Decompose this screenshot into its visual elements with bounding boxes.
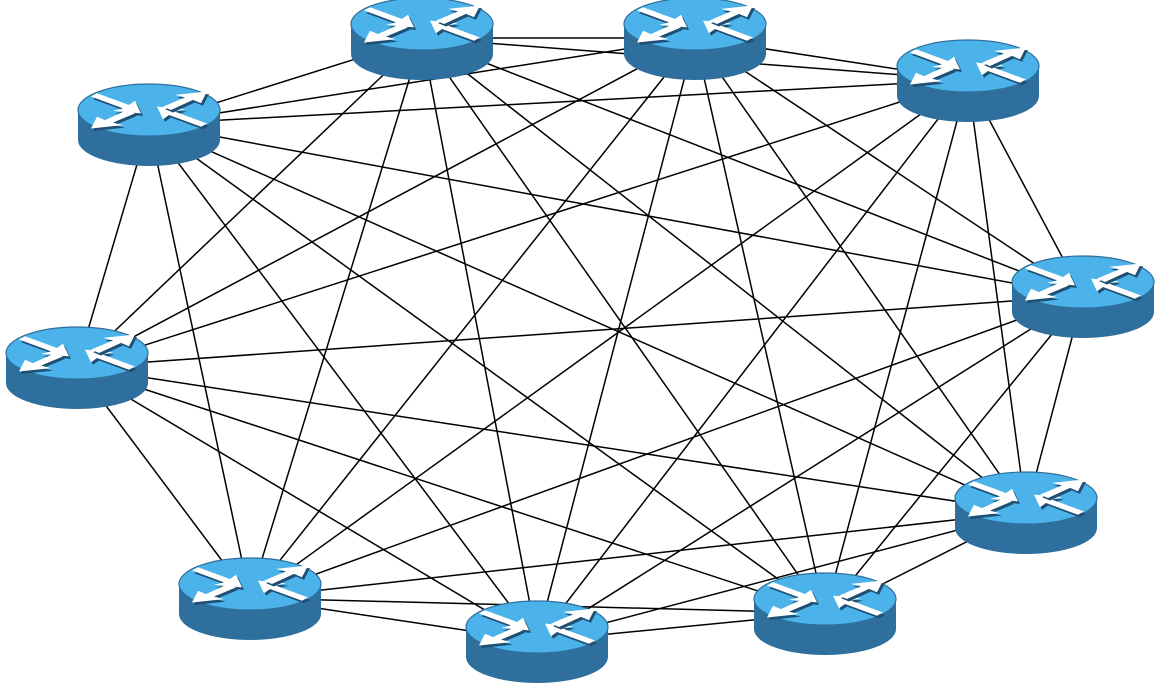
link-r5-r7 bbox=[536, 511, 1027, 642]
link-r1-r6 bbox=[421, 37, 826, 614]
router-icon bbox=[753, 572, 897, 656]
link-r3-r5 bbox=[967, 79, 1027, 513]
link-r6-r9 bbox=[76, 366, 826, 614]
link-r1-r8 bbox=[249, 37, 423, 599]
link-r2-r10 bbox=[148, 37, 696, 125]
link-r3-r7 bbox=[536, 79, 969, 642]
link-r5-r10 bbox=[148, 123, 1027, 513]
router-icon bbox=[896, 39, 1040, 123]
link-r3-r6 bbox=[824, 79, 969, 614]
link-r3-r10 bbox=[148, 79, 969, 125]
router-icon bbox=[5, 326, 149, 410]
link-r5-r8 bbox=[249, 511, 1027, 599]
routers-layer bbox=[5, 0, 1155, 684]
link-r4-r9 bbox=[76, 295, 1084, 368]
link-r3-r9 bbox=[76, 79, 969, 368]
link-r8-r10 bbox=[148, 123, 251, 599]
link-r2-r4 bbox=[694, 37, 1084, 297]
link-r3-r8 bbox=[249, 79, 969, 599]
link-r4-r8 bbox=[249, 295, 1084, 599]
link-r2-r7 bbox=[536, 37, 696, 642]
link-r1-r9 bbox=[76, 37, 423, 368]
link-r1-r4 bbox=[421, 37, 1084, 297]
router-icon bbox=[954, 471, 1098, 555]
router-icon bbox=[1011, 255, 1155, 339]
link-r1-r7 bbox=[421, 37, 538, 642]
link-r5-r9 bbox=[76, 366, 1027, 513]
link-r2-r8 bbox=[249, 37, 696, 599]
router-icon bbox=[623, 0, 767, 81]
link-r7-r10 bbox=[148, 123, 538, 642]
link-r7-r9 bbox=[76, 366, 538, 642]
links-layer bbox=[76, 37, 1084, 642]
link-r2-r9 bbox=[76, 37, 696, 368]
link-r4-r10 bbox=[148, 123, 1084, 297]
router-icon bbox=[465, 600, 609, 684]
link-r4-r7 bbox=[536, 295, 1084, 642]
link-r6-r10 bbox=[148, 123, 826, 614]
link-r2-r6 bbox=[694, 37, 826, 614]
link-r4-r6 bbox=[824, 295, 1084, 614]
router-icon bbox=[178, 557, 322, 641]
link-r1-r5 bbox=[421, 37, 1027, 513]
router-icon bbox=[350, 0, 494, 81]
router-icon bbox=[77, 83, 221, 167]
